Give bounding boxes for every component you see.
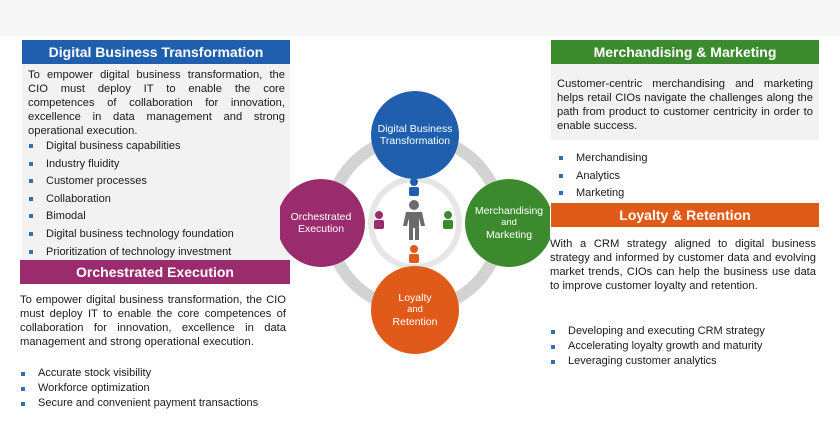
bullet-item: Marketing	[556, 185, 648, 203]
bullet-square-icon	[551, 345, 555, 349]
label-line: Marketing	[485, 229, 533, 241]
oe-header: Orchestrated Execution	[20, 260, 290, 284]
bullet-square-icon	[559, 156, 563, 160]
bullet-square-icon	[29, 144, 33, 148]
bullet-text: Accurate stock visibility	[38, 367, 152, 379]
person-icon-center	[403, 200, 425, 240]
bullet-text: Accelerating loyalty growth and maturity	[568, 340, 763, 352]
bullet-square-icon	[21, 402, 25, 406]
mm-header: Merchandising & Marketing	[551, 40, 819, 64]
bullet-item: Merchandising	[556, 150, 648, 168]
bullet-item: Collaboration	[26, 191, 234, 209]
bullet-text: Analytics	[576, 169, 621, 182]
label-line: Orchestrated	[290, 211, 352, 223]
bullet-item: Digital business capabilities	[26, 138, 234, 156]
bullet-square-icon	[29, 231, 33, 236]
bullet-item: Secure and convenient payment transactio…	[18, 396, 258, 411]
bullet-text: Bimodal	[46, 210, 86, 223]
bullet-item: Leveraging customer analytics	[548, 354, 765, 369]
bullet-text: Prioritization of technology investment	[46, 245, 232, 258]
person-icon-bottom	[409, 245, 419, 263]
person-icon-left	[374, 211, 384, 229]
oe-description: To empower digital business transformati…	[20, 294, 286, 348]
bullet-item: Digital business technology foundation	[26, 226, 234, 244]
bullet-text: Customer processes	[46, 175, 147, 188]
bullet-square-icon	[551, 360, 555, 364]
label-line: Execution	[297, 223, 345, 235]
bullet-text: Collaboration	[46, 192, 111, 205]
label-line: and	[501, 217, 517, 228]
bullet-text: Secure and convenient payment transactio…	[38, 397, 259, 409]
bullet-item: Workforce optimization	[18, 381, 258, 396]
bullet-text: Digital business technology foundation	[46, 227, 234, 240]
bullet-text: Workforce optimization	[38, 382, 150, 394]
bullet-item: Accurate stock visibility	[18, 366, 258, 381]
dbt-description: To empower digital business transformati…	[28, 69, 285, 137]
bullet-text: Leveraging customer analytics	[568, 355, 717, 367]
bullet-text: Industry fluidity	[46, 157, 120, 170]
bullet-text: Merchandising	[576, 152, 648, 164]
bullet-square-icon	[29, 179, 33, 184]
bullet-square-icon	[21, 372, 25, 376]
label-loyalty-retention: Loyalty and Retention	[371, 292, 459, 328]
person-icon-top	[409, 178, 419, 196]
bullet-item: Customer processes	[26, 173, 234, 191]
bullet-item: Bimodal	[26, 208, 234, 226]
person-icon-right	[443, 211, 453, 229]
circle-digital-business-transformation	[371, 91, 459, 179]
bullet-item: Accelerating loyalty growth and maturity	[548, 339, 765, 354]
bullet-square-icon	[21, 387, 25, 391]
circle-orchestrated-execution	[277, 179, 365, 267]
bullet-square-icon	[559, 191, 563, 196]
lr-header: Loyalty & Retention	[551, 203, 819, 227]
label-line: Loyalty	[398, 292, 432, 304]
circle-loyalty-retention	[371, 266, 459, 354]
bullet-text: Digital business capabilities	[46, 140, 181, 152]
bullet-text: Developing and executing CRM strategy	[568, 325, 765, 337]
label-digital-business-transformation: Digital Business Transformation	[371, 123, 459, 147]
bullet-item: Analytics	[556, 168, 648, 186]
bullet-text: Marketing	[576, 187, 625, 200]
circle-merchandising-marketing	[465, 179, 553, 267]
top-background-stripe	[0, 0, 840, 36]
bullet-square-icon	[29, 249, 33, 254]
bullet-item: Industry fluidity	[26, 156, 234, 174]
bullet-square-icon	[559, 173, 563, 178]
bullet-square-icon	[29, 196, 33, 201]
mm-description: Customer-centric merchandising and marke…	[557, 78, 813, 132]
cycle-diagram-graphic	[277, 91, 553, 354]
bullet-item: Developing and executing CRM strategy	[548, 324, 765, 339]
mm-panel	[551, 64, 819, 140]
lr-description: With a CRM strategy aligned to digital b…	[550, 238, 816, 292]
label-merchandising-marketing: Merchandising and Marketing	[465, 205, 553, 241]
label-line: and	[407, 304, 423, 315]
bullet-square-icon	[29, 214, 33, 219]
bullet-square-icon	[551, 330, 555, 334]
label-line: Merchandising	[474, 205, 544, 217]
cycle-diagram: Digital Business Transformation Orchestr…	[277, 88, 553, 358]
bullet-item: Prioritization of technology investment	[26, 244, 234, 262]
label-orchestrated-execution: Orchestrated Execution	[277, 211, 365, 235]
label-line: Retention	[392, 316, 438, 328]
label-line: Digital Business	[377, 123, 453, 135]
label-line: Transformation	[379, 135, 451, 147]
dbt-header: Digital Business Transformation	[22, 40, 290, 64]
bullet-square-icon	[29, 161, 33, 166]
dbt-panel	[22, 40, 290, 262]
